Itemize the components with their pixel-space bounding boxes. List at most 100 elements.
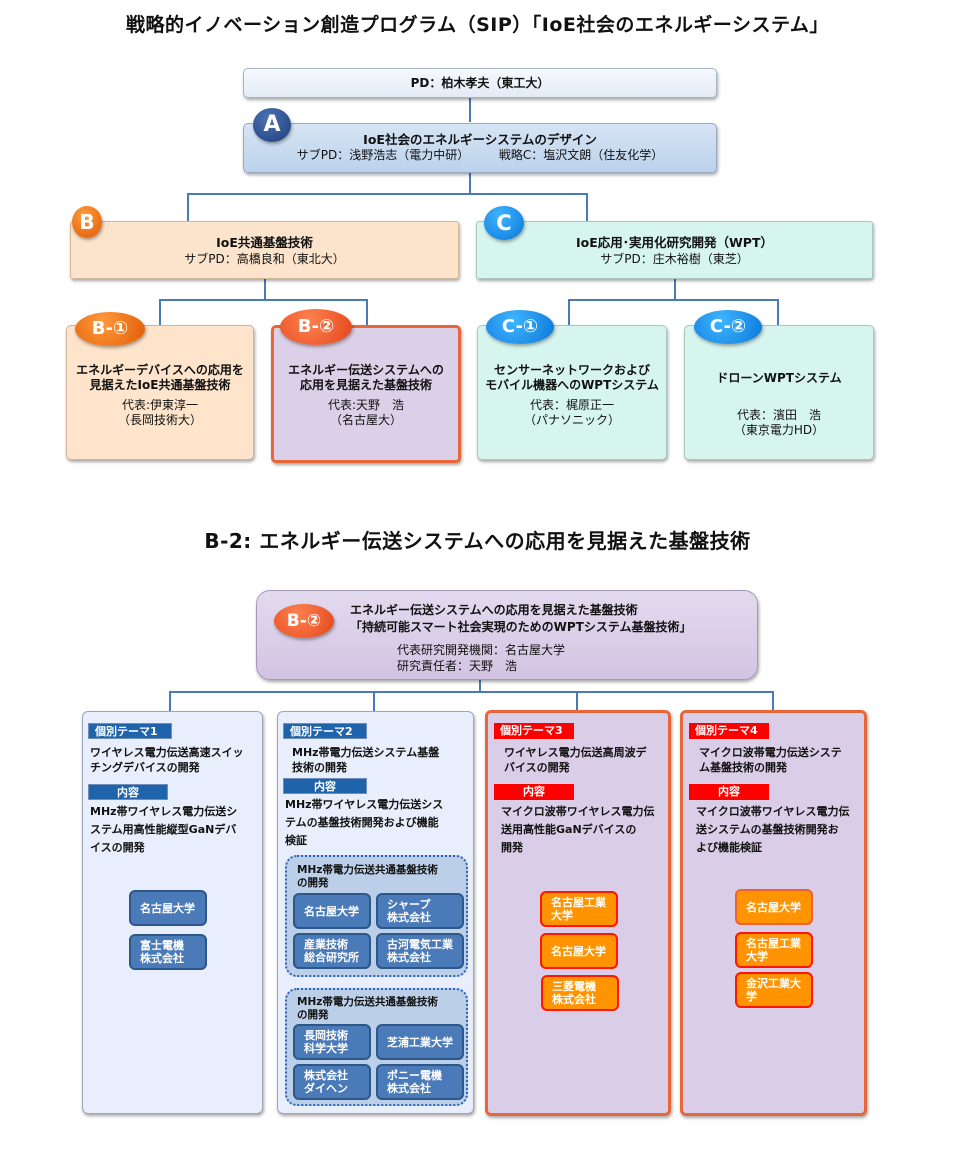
theme-2-group-1: MHz帯電力伝送共通基盤技術 の開発 名古屋大学 シャープ株式会社 産業技術総合… — [285, 855, 468, 977]
connector-line — [469, 97, 471, 122]
org-name: 株式会社 — [387, 951, 431, 964]
theme-2-group-2: MHz帯電力伝送共通基盤技術 の開発 長岡技術科学大学 芝浦工業大学 株式会社ダ… — [285, 988, 468, 1106]
b2-detail-info: 代表研究開発機関：名古屋大学 研究責任者：天野 浩 — [397, 642, 565, 674]
org-name: 芝浦工業大学 — [387, 1035, 453, 1049]
org-name: 名古屋大学 — [304, 904, 359, 918]
org-badge: 古河電気工業株式会社 — [376, 933, 464, 969]
content-line: 開発 — [501, 841, 523, 854]
node-b: IoE共通基盤技術 サブPD：高橋良和（東北大） — [70, 221, 459, 279]
b2-detail-institution: 代表研究開発機関：名古屋大学 — [397, 643, 566, 657]
theme-3-tag: 個別テーマ3 — [494, 723, 574, 739]
org-badge: 名古屋大学 — [129, 890, 207, 926]
theme-4-title: マイクロ波帯電力伝送システ ム基盤技術の開発 — [699, 745, 842, 775]
badge-b2: B-② — [280, 309, 352, 345]
theme-2-title: MHz帯電力伝送システム基盤 技術の開発 — [292, 745, 439, 775]
org-name: 古河電気工業 — [387, 938, 453, 951]
org-badge: 名古屋工業大学 — [735, 932, 813, 968]
node-c1-title: センサーネットワークおよび モバイル機器へのWPTシステム — [478, 363, 666, 393]
title-line: エネルギー伝送システムへの — [288, 363, 444, 377]
org-name: ダイヘン — [304, 1082, 348, 1095]
org-badge: 名古屋工業大学 — [540, 891, 618, 927]
content-line: マイクロ波帯ワイヤレス電力伝 — [501, 805, 655, 818]
node-b2-title: エネルギー伝送システムへの 応用を見据えた基盤技術 — [274, 363, 458, 393]
content-line: 送用高性能GaNデバイスの — [501, 823, 637, 836]
connector-line — [568, 299, 779, 301]
node-b-sub-pd: サブPD：高橋良和（東北大） — [184, 252, 345, 266]
node-c2-title: ドローンWPTシステム — [685, 371, 873, 386]
title-line: MHz帯電力伝送共通基盤技術 — [297, 864, 438, 876]
org-badge: 株式会社ダイヘン — [293, 1064, 371, 1100]
org-badge: 富士電機株式会社 — [129, 934, 207, 970]
content-line: 検証 — [285, 834, 307, 847]
org-name: 株式会社 — [387, 1082, 431, 1095]
title-line: ワイヤレス電力伝送高周波デ — [504, 746, 647, 759]
title-line: 応用を見据えた基盤技術 — [299, 378, 432, 392]
org-name: 大学 — [746, 950, 768, 963]
connector-line — [373, 691, 375, 711]
node-c-title: IoE応用･実用化研究開発（WPT） — [575, 235, 773, 250]
org-name: 株式会社 — [387, 911, 431, 924]
node-c2: ドローンWPTシステム 代表：濱田 浩 （東京電力HD） — [684, 325, 874, 460]
badge-c1: C-① — [486, 310, 554, 344]
title-line: MHz帯電力伝送共通基盤技術 — [297, 996, 438, 1008]
node-b2-rep: 代表:天野 浩 — [327, 398, 405, 412]
node-a-subtitle: サブPD：浅野浩志（電力中研） 戦略C：塩沢文朗（住友化学） — [244, 148, 716, 163]
connector-line — [772, 691, 774, 711]
theme-2-tag: 個別テーマ2 — [283, 723, 367, 739]
content-line: テムの基盤技術開発および機能 — [285, 816, 439, 829]
node-b1-org: （長岡技術大） — [117, 413, 202, 427]
title-line: 技術の開発 — [292, 761, 347, 774]
b2-detail-line1: エネルギー伝送システムへの応用を見据えた基盤技術 — [350, 603, 638, 617]
org-name: シャープ — [387, 898, 431, 911]
org-name: 産業技術 — [304, 938, 348, 951]
org-badge: 長岡技術科学大学 — [293, 1024, 371, 1060]
title-line: 見据えたIoE共通基盤技術 — [89, 378, 231, 392]
node-b-title: IoE共通基盤技術 — [216, 235, 313, 250]
theme-3-content: マイクロ波帯ワイヤレス電力伝 送用高性能GaNデバイスの 開発 — [501, 803, 654, 857]
node-b2-org: （名古屋大） — [329, 413, 402, 427]
org-name: 三菱電機 — [552, 980, 596, 993]
org-badge: 名古屋大学 — [540, 933, 618, 969]
theme-1-card: 個別テーマ1 ワイヤレス電力伝送高速スイッ チングデバイスの開発 内容 MHz帯… — [82, 711, 263, 1114]
node-c: IoE応用･実用化研究開発（WPT） サブPD：庄木裕樹（東芝） — [476, 221, 873, 279]
connector-line — [169, 691, 171, 711]
pd-box: PD：柏木孝夫（東工大） — [243, 68, 717, 98]
content-line: ステム用高性能縦型GaNデバ — [90, 823, 237, 836]
connector-line — [169, 691, 774, 693]
badge-b2-detail: B-② — [274, 604, 334, 638]
theme-2-content: MHz帯ワイヤレス電力伝送シス テムの基盤技術開発および機能 検証 — [285, 796, 443, 850]
org-name: 総合研究所 — [304, 951, 359, 964]
title-line: チングデバイスの開発 — [90, 761, 200, 774]
org-name: 名古屋大学 — [746, 900, 801, 914]
connector-line — [187, 193, 189, 221]
connector-line — [479, 680, 481, 692]
theme-4-tag: 個別テーマ4 — [689, 723, 769, 739]
node-c2-rep: 代表：濱田 浩 — [736, 408, 821, 422]
b2-detail-title: エネルギー伝送システムへの応用を見据えた基盤技術 「持続可能スマート社会実現のた… — [350, 602, 692, 636]
connector-line — [777, 299, 779, 325]
org-badge: 金沢工業大学 — [735, 972, 813, 1008]
content-line: MHz帯ワイヤレス電力伝送シ — [90, 805, 238, 818]
badge-c2: C-② — [694, 310, 762, 344]
title-line: の開発 — [297, 1009, 329, 1021]
org-name: 株式会社 — [552, 993, 596, 1006]
node-b1-title: エネルギーデバイスへの応用を 見据えたIoE共通基盤技術 — [67, 363, 253, 393]
badge-b1: B-① — [75, 312, 145, 346]
content-line: イスの開発 — [90, 841, 145, 854]
title-line: MHz帯電力伝送システム基盤 — [292, 746, 440, 759]
node-a-title: IoE社会のエネルギーシステムのデザイン — [363, 132, 597, 147]
title-line: モバイル機器へのWPTシステム — [485, 378, 659, 392]
group-title: MHz帯電力伝送共通基盤技術 の開発 — [297, 996, 438, 1022]
theme-1-content: MHz帯ワイヤレス電力伝送シ ステム用高性能縦型GaNデバ イスの開発 — [90, 803, 237, 857]
node-c-sub-pd: サブPD：庄木裕樹（東芝） — [600, 252, 749, 266]
b2-detail-box: エネルギー伝送システムへの応用を見据えた基盤技術 「持続可能スマート社会実現のた… — [256, 590, 758, 680]
org-badge: 名古屋大学 — [293, 893, 371, 929]
theme-4-content: マイクロ波帯ワイヤレス電力伝 送システムの基盤技術開発お よび機能検証 — [696, 803, 849, 857]
badge-b: B — [72, 206, 102, 238]
content-line: よび機能検証 — [696, 841, 762, 854]
org-name: 株式会社 — [140, 952, 184, 965]
title-line: バイスの開発 — [504, 761, 570, 774]
node-b1-rep: 代表:伊東淳一 — [121, 398, 199, 412]
org-badge: ポニー電機株式会社 — [376, 1064, 464, 1100]
org-badge: 芝浦工業大学 — [376, 1024, 464, 1060]
